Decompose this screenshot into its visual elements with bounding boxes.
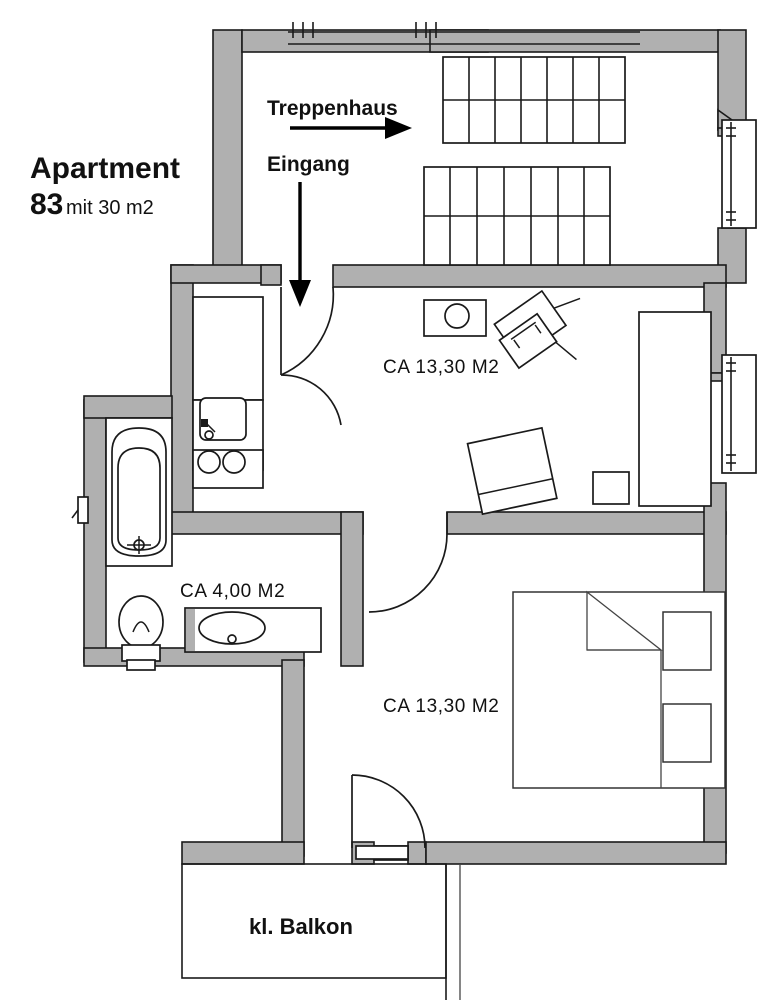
living-desk-leg-b <box>555 341 577 361</box>
plan-title-suffix: mit 30 m2 <box>66 197 154 219</box>
stairwell-arrow-head <box>385 117 412 139</box>
kitchen-fridge <box>192 296 264 401</box>
living-round-table-top <box>444 303 470 329</box>
window-right-upper <box>721 119 757 229</box>
living-armchair-seat-line <box>478 477 553 496</box>
stove-burner-right <box>222 450 246 474</box>
window-bath-vent-mark <box>71 509 79 519</box>
text-label-group: Apartment 83 mit 30 m2 Treppenhaus Einga… <box>30 97 499 939</box>
door-kitchen-swing-arc <box>280 374 342 426</box>
window-group <box>71 119 757 524</box>
living-chair-arm-right <box>534 324 542 334</box>
plan-title-number: 83 <box>30 188 63 221</box>
wall-bath-top <box>83 395 173 419</box>
door-balcony-frame <box>355 845 409 860</box>
window-right-lower <box>721 354 757 474</box>
living-chair-back-mark <box>510 321 537 341</box>
stair-railing-group <box>288 22 640 45</box>
bathroom-group <box>105 417 322 671</box>
washbasin-drain <box>227 634 237 644</box>
plan-title-apartment: Apartment <box>30 152 180 185</box>
wall-bottom-bedroom <box>425 841 727 865</box>
toilet-seat-mark <box>132 621 150 633</box>
living-desk-leg-a <box>553 297 581 309</box>
wall-bath-left <box>83 399 107 663</box>
bathtub-inner <box>117 447 161 551</box>
staircase-upper-flight <box>442 56 626 144</box>
wall-kitchen-left <box>170 264 194 524</box>
living-armchair-glyph <box>466 426 558 516</box>
wall-hall-top-divider <box>332 264 727 288</box>
kitchen-sink-drain <box>204 430 214 440</box>
nav-arrow-group <box>289 117 412 307</box>
living-chair-seat <box>498 312 558 370</box>
door-balcony-swing-arc <box>351 774 426 849</box>
label-area-living: CA 13,30 M2 <box>383 357 499 378</box>
living-desk-chair-glyph <box>493 289 581 370</box>
window-bath-left <box>77 496 89 524</box>
label-eingang: Eingang <box>267 153 350 176</box>
door-bedroom-swing-arc <box>368 533 448 613</box>
label-area-bedroom: CA 13,30 M2 <box>383 696 499 717</box>
living-armchair-body <box>466 426 558 516</box>
washbasin-bowl <box>198 611 266 645</box>
living-chair-arm-left <box>513 339 521 349</box>
staircase-lower-flight <box>423 166 611 266</box>
door-group <box>280 286 448 861</box>
toilet-cistern <box>121 644 161 662</box>
kitchen-faucet-spout <box>204 421 216 433</box>
wall-left-upper-vertical <box>212 29 243 271</box>
label-area-bath: CA 4,00 M2 <box>180 581 285 602</box>
label-balcony: kl. Balkon <box>249 914 353 939</box>
door-entrance-swing-arc <box>280 286 335 376</box>
wall-bath-right <box>340 511 364 667</box>
stove-burner-left <box>197 450 221 474</box>
living-room-group <box>423 289 712 516</box>
wall-bottom-door-jamb-right <box>407 841 427 865</box>
bed-pillow-lower <box>662 703 712 763</box>
wall-living-bedroom-divider <box>446 511 727 535</box>
toilet-base <box>126 659 156 671</box>
wall-corridor-vertical <box>281 659 305 857</box>
wall-bath-kitchen-divider <box>170 511 364 535</box>
balcony-group <box>181 863 461 1000</box>
kitchen-group <box>192 296 264 489</box>
living-wardrobe <box>638 311 712 507</box>
wall-kitchen-right-stub <box>260 264 282 286</box>
label-treppenhaus: Treppenhaus <box>267 97 398 120</box>
bedroom-group <box>512 590 726 789</box>
entrance-arrow-head <box>289 280 311 307</box>
bed-pillow-upper <box>662 611 712 671</box>
wall-top-right-horizontal <box>429 29 721 53</box>
kitchen-faucet <box>201 419 208 427</box>
living-side-table <box>592 471 630 505</box>
wall-bottom-left <box>181 841 305 865</box>
vanity-side-panel <box>186 609 195 651</box>
